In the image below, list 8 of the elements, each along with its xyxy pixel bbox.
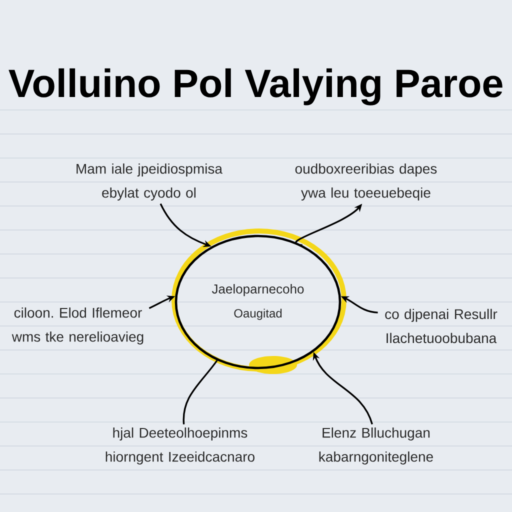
annotation-text: Mam iale jpeidiospmisa ebylat cyodo ol (76, 163, 222, 201)
annotation-text: ciloon. Elod Iflemeor wms tke nerelioavieg (12, 307, 144, 345)
annotation-text: hjal Deeteolhoepinms hiorngent Izeeidcacnaro (106, 427, 254, 465)
title: Volluino Pol Valying Paroe (8, 68, 502, 106)
annotation-text: Elenz Blluchugan kabarngoniteglene (319, 427, 433, 465)
circle-node: Jaeloparnecoho Oaugitad (172, 228, 346, 374)
annotation-text: oudboxreeribias dapes ywa leu toeeuebeqie (295, 163, 437, 201)
annotation-text: co djpenai Resullr Ilachetuoobubana (385, 308, 498, 344)
